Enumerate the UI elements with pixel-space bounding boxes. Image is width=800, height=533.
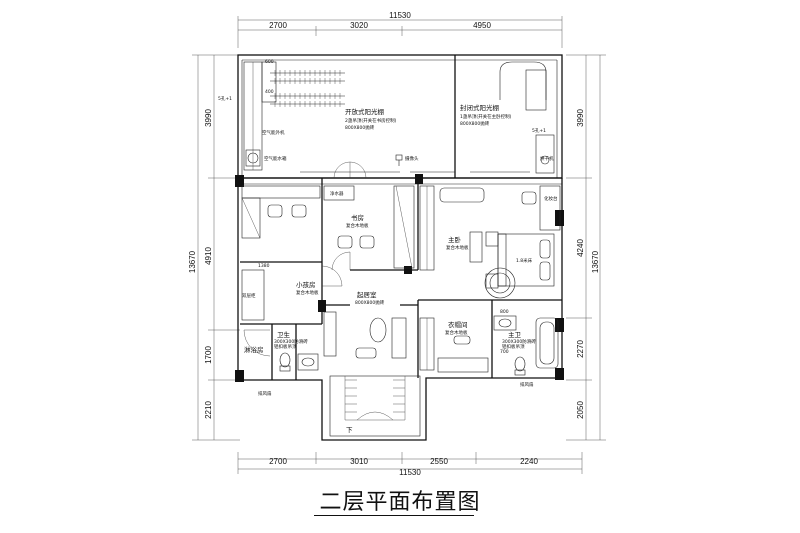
width-400-label: 400 <box>265 89 274 95</box>
master-tv-unit <box>469 231 483 263</box>
living-room-floor: 800X800抛砖 <box>355 299 385 306</box>
structural-columns <box>235 174 564 382</box>
bottom-dimension-4: 2240 <box>520 457 538 466</box>
rack-ticks <box>274 70 341 107</box>
width-600-label: 600 <box>265 59 274 65</box>
wardrobe-width-label: 1380 <box>258 263 270 269</box>
left-dimension-3: 1700 <box>204 346 213 364</box>
master-bath-floor: 300X300防滑砖 <box>502 338 536 345</box>
dryer-label: 烘干机 <box>540 155 554 162</box>
closed-balcony-label: 封闭式阳光棚 <box>460 103 500 112</box>
master-vanity <box>521 185 561 231</box>
bath-ceiling: 铝扣板吊顶 <box>274 343 297 350</box>
bottom-dimensions: 2700 3010 2550 2240 11530 <box>237 452 583 477</box>
closet-floor: 复合木地板 <box>445 329 468 336</box>
top-total-dimension: 11530 <box>389 11 411 20</box>
living-furniture <box>323 311 407 359</box>
drawing-title: 二层平面布置图 <box>319 490 481 515</box>
interior-walls <box>238 55 562 380</box>
master-bed <box>485 231 555 289</box>
closed-balcony-fixtures <box>499 61 555 174</box>
master-bedroom-floor: 复合木地板 <box>446 244 469 251</box>
bath-label: 卫生 <box>277 330 291 339</box>
water-purifier-label: 净水器 <box>330 190 344 197</box>
kids-desk <box>241 185 321 239</box>
right-total-dimension: 13670 <box>591 250 600 273</box>
master-bath-ceiling: 铝扣板吊顶 <box>502 343 525 350</box>
open-balcony-label: 开放式阳光棚 <box>345 107 385 116</box>
ac-tank-label: 空气能水箱 <box>264 155 287 162</box>
closed-balcony-note: 1盏吊顶(开关在主卧控制) <box>460 113 512 120</box>
left-dimension-4: 2210 <box>204 401 213 419</box>
width-700-label: 700 <box>500 349 509 355</box>
staircase <box>329 375 421 437</box>
title-underline <box>314 515 474 516</box>
right-dimension-1: 3990 <box>576 109 585 127</box>
bath-floor: 300X300防滑砖 <box>274 338 308 345</box>
kids-door <box>321 265 343 287</box>
exhaust-fan-left-label: 排风扇 <box>258 390 272 397</box>
top-dimensions: 11530 2700 3020 4950 <box>237 11 563 48</box>
balcony-doors <box>300 161 530 179</box>
width-800-label: 800 <box>500 309 509 315</box>
right-dimension-3: 2270 <box>576 340 585 358</box>
drying-rack <box>270 72 345 105</box>
right-dimension-4: 2050 <box>576 401 585 419</box>
top-dimension-3: 4950 <box>473 21 491 30</box>
living-room-label: 起居室 <box>357 290 377 299</box>
bottom-total-dimension: 11530 <box>399 468 421 477</box>
open-balcony-floor: 800X800抛砖 <box>345 124 375 131</box>
right-dimension-2: 4240 <box>576 239 585 257</box>
switch-right-label: 5孔+1 <box>532 127 546 134</box>
master-bath-fixtures <box>493 315 559 376</box>
study-furniture <box>323 185 415 269</box>
outer-walls <box>237 54 563 441</box>
ac-outdoor-label: 空气能外机 <box>262 129 285 136</box>
camera-icon <box>395 154 403 166</box>
bottom-dimension-1: 2700 <box>269 457 287 466</box>
exhaust-fan-right-label: 排风扇 <box>520 381 534 388</box>
open-balcony-note: 2盏吊顶(开关在书房控制) <box>345 117 397 124</box>
vanity-label: 化妆台 <box>544 195 558 202</box>
left-dimensions: 3990 4910 1700 2210 13670 <box>188 54 240 441</box>
camera-label: 摄像头 <box>405 155 419 162</box>
study-door <box>331 251 351 271</box>
kids-room-label: 小孩房 <box>296 280 316 289</box>
kids-room-floor: 复合木地板 <box>296 289 319 296</box>
left-total-dimension: 13670 <box>188 250 197 273</box>
bottom-dimension-3: 2550 <box>430 457 448 466</box>
closet-label: 衣帽间 <box>448 320 468 329</box>
study-floor: 复合木地板 <box>346 222 369 229</box>
closed-balcony-floor: 800X800抛砖 <box>460 120 490 127</box>
study-label: 书房 <box>351 213 364 222</box>
top-dimension-1: 2700 <box>269 21 287 30</box>
left-dimension-2: 4910 <box>204 247 213 265</box>
bed-label: 1.8米床 <box>516 257 533 264</box>
bottom-dimension-2: 3010 <box>350 457 368 466</box>
shower-label: 淋浴房 <box>244 345 264 354</box>
top-dimension-2: 3020 <box>350 21 368 30</box>
master-wardrobe <box>419 185 435 271</box>
kids-side-label: 双层柜 <box>242 292 256 299</box>
master-bath-label: 主卫 <box>508 330 522 339</box>
ac-rack <box>243 61 277 171</box>
bath-fixtures <box>243 329 319 372</box>
right-dimensions: 3990 4240 2270 2050 13670 <box>566 54 606 441</box>
closet-wardrobes <box>419 317 489 373</box>
round-lounge <box>484 267 516 299</box>
master-bedroom-label: 主卧 <box>448 235 462 244</box>
left-dimension-1: 3990 <box>204 109 213 127</box>
switch-left-label: 5孔+1 <box>218 95 232 102</box>
master-sofa <box>439 187 485 203</box>
kids-wardrobe <box>241 269 265 321</box>
stairs-down-label: 下 <box>346 426 353 434</box>
